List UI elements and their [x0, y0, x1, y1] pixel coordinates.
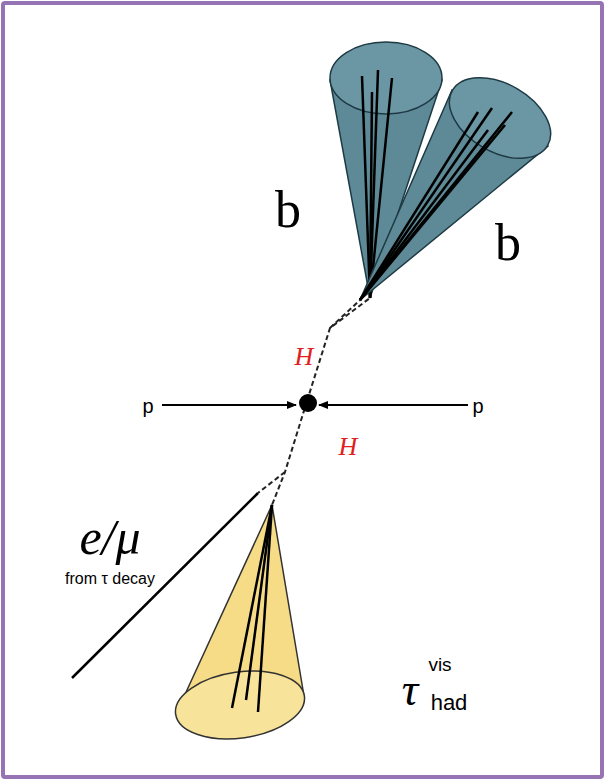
interaction-point [299, 394, 317, 412]
lepton-label: e/μ [79, 512, 140, 562]
beam-label: p [472, 396, 483, 416]
jet-label: b [275, 184, 301, 236]
superscript-label: vis [428, 655, 451, 674]
particle-label: H [295, 344, 314, 370]
particle-label: H [339, 434, 358, 460]
proton-beam [319, 404, 468, 406]
tau-label: τ [402, 667, 418, 713]
note-label: from τ decay [65, 571, 155, 587]
proton-beam [162, 404, 296, 406]
higgs-line [258, 298, 370, 505]
b-jet-cone [360, 61, 565, 300]
subscript-label: had [431, 692, 468, 714]
beam-label: p [142, 396, 153, 416]
jet-label: b [495, 217, 521, 269]
tau-jet-cone [171, 505, 309, 747]
frame [3, 3, 602, 777]
